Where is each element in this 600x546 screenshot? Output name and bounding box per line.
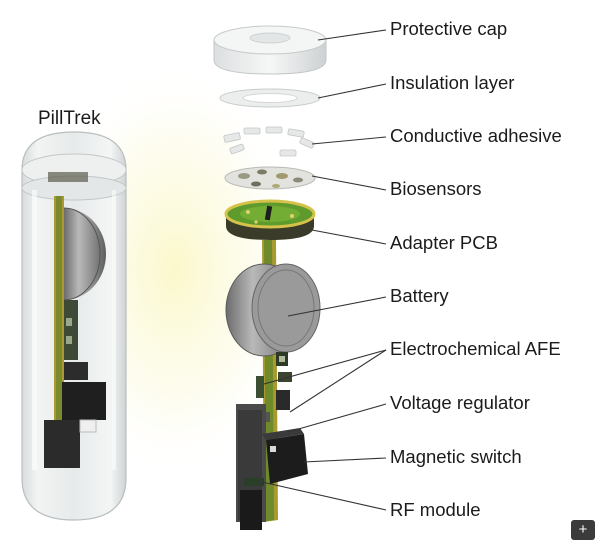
device-title: PillTrek — [38, 108, 101, 129]
label-adapter-pcb: Adapter PCB — [390, 232, 498, 253]
label-conductive-adhesive: Conductive adhesive — [390, 125, 562, 146]
label-electrochemical-afe: Electrochemical AFE — [390, 338, 561, 359]
expand-button[interactable]: + — [571, 520, 595, 540]
insulation-layer-part — [219, 88, 321, 108]
plus-icon: + — [578, 521, 588, 538]
label-rf-module: RF module — [390, 499, 481, 520]
label-insulation-layer: Insulation layer — [390, 72, 515, 93]
label-magnetic-switch: Magnetic switch — [390, 446, 522, 467]
biosensors-part — [224, 166, 316, 190]
assembled-capsule — [21, 131, 127, 521]
label-battery: Battery — [390, 285, 449, 306]
protective-cap-part — [213, 25, 327, 75]
adapter-pcb-part — [224, 199, 316, 240]
label-voltage-regulator: Voltage regulator — [390, 392, 530, 413]
conductive-adhesive-part — [223, 126, 315, 157]
rf-module-part — [236, 404, 266, 530]
label-biosensors: Biosensors — [390, 178, 482, 199]
label-protective-cap: Protective cap — [390, 18, 508, 39]
battery-part — [225, 263, 321, 357]
leader-lines — [261, 29, 387, 511]
